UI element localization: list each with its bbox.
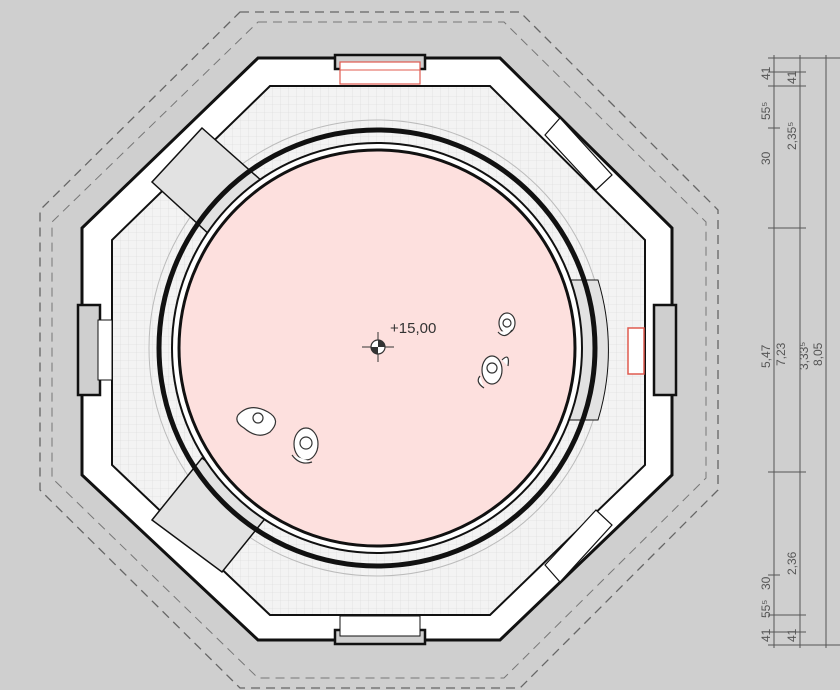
dim-41-top: 41 (759, 66, 773, 80)
dim-55-bottom: 55⁵ (759, 600, 773, 618)
dim-805: 8,05 (811, 342, 825, 366)
person-figure (291, 427, 319, 464)
dim-723: 7,23 (774, 342, 788, 366)
elevation-marker (362, 332, 394, 362)
dim-30-bottom: 30 (759, 576, 773, 590)
window-openings (97, 61, 645, 637)
dim-236: 2,36 (785, 551, 799, 575)
dim-41-mid-top: 41 (785, 70, 799, 84)
elevation-label: +15,00 (390, 320, 436, 337)
roof-outline (39, 11, 719, 689)
person-figure (477, 355, 509, 389)
dim-55-top: 55⁵ (759, 102, 773, 120)
dim-41-bottom: 41 (759, 628, 773, 642)
dim-333: 3,33⁵ (797, 342, 811, 370)
person-figure (497, 312, 516, 337)
dim-547: 5,47 (759, 344, 773, 368)
ring-wall (156, 127, 598, 569)
dimension-labels: 41 55⁵ 30 5,47 30 55⁵ 41 41 2,35⁵ 7,23 2… (759, 66, 825, 642)
person-figure (236, 407, 277, 436)
roof-outline-inner (51, 21, 707, 679)
dim-30-top: 30 (759, 151, 773, 165)
dim-235: 2,35⁵ (785, 122, 799, 150)
dim-41-mid-bottom: 41 (785, 628, 799, 642)
dimension-chain (768, 55, 840, 648)
